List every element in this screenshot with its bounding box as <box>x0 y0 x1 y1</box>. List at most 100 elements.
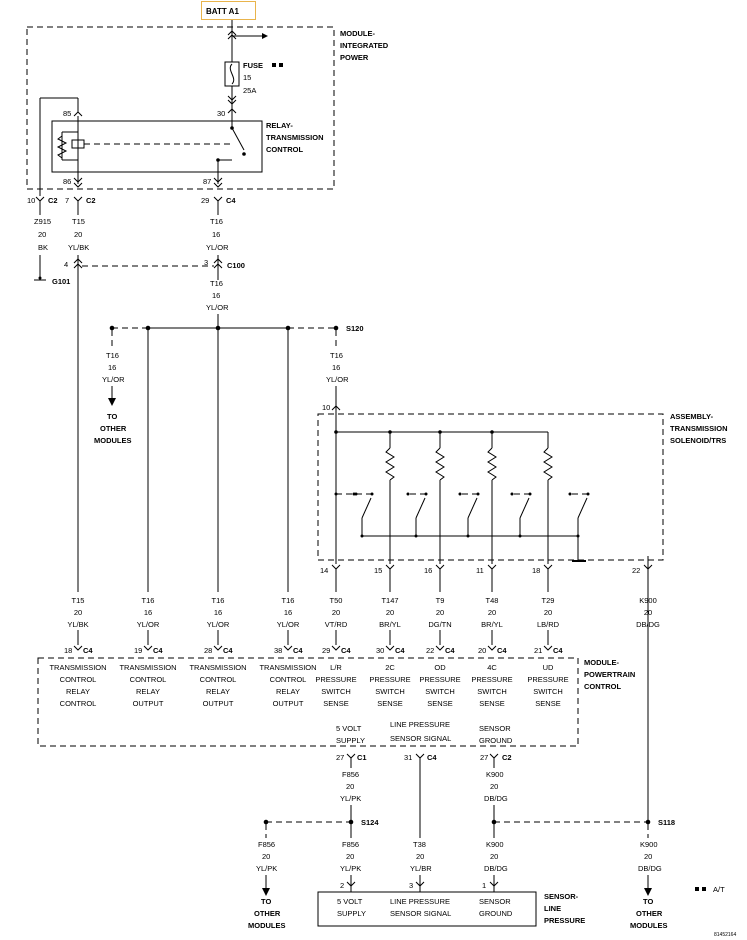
bottom-wire-8-0: T29 <box>542 596 555 605</box>
pcm-pin-8: 21 <box>534 646 542 655</box>
pcm-conn-4: C4 <box>341 646 351 655</box>
pcm-pin-6: 22 <box>426 646 434 655</box>
pcm-label-7-0: 4C <box>487 663 497 672</box>
pcm-label-2-3: OUTPUT <box>203 699 234 708</box>
splice-s124: S124 <box>361 818 379 827</box>
wire-t16-top-id: T16 <box>210 217 223 226</box>
pcm-pin-2: 28 <box>204 646 212 655</box>
pcm-pin-1: 19 <box>134 646 142 655</box>
bottom-wire-0-1: 20 <box>74 608 82 617</box>
solenoid-switch-array <box>334 432 590 564</box>
pcm-pin-7: 20 <box>478 646 486 655</box>
sensor-pin-2: 2 <box>340 881 344 890</box>
pcm-label-1-1: CONTROL <box>130 675 167 684</box>
bottom-wire-7-2: BR/YL <box>481 620 503 629</box>
conn-c2-b: C2 <box>86 196 96 205</box>
pcm-label-2-1: CONTROL <box>200 675 237 684</box>
sensor-pin-1: 1 <box>482 881 486 890</box>
conn-10: 10 <box>27 196 35 205</box>
wire-f856-b-id: F856 <box>258 840 275 849</box>
pcm-label-7-3: SENSE <box>479 699 504 708</box>
to-other-1-b: OTHER <box>100 424 127 433</box>
wire-t16-right-gauge: 16 <box>332 363 340 372</box>
bottom-wire-1-2: YL/OR <box>137 620 160 629</box>
wire-t15-top-gauge: 20 <box>74 230 82 239</box>
pcm-lower-lp-b: SENSOR SIGNAL <box>390 734 451 743</box>
pcm-conn-6: C4 <box>445 646 455 655</box>
pcm-lower-5v-b: SUPPLY <box>336 736 365 745</box>
legend-marker-icon <box>279 63 283 67</box>
wire-k900-b-color: DB/DG <box>484 864 508 873</box>
bottom-wire-0-0: T15 <box>72 596 85 605</box>
pin-86: 86 <box>63 177 71 186</box>
sol-pin-0: 14 <box>320 566 328 575</box>
pcm-label-1-0: TRANSMISSION <box>119 663 176 672</box>
wire-f856-c-gauge: 20 <box>346 852 354 861</box>
legend-marker-icon <box>695 887 699 891</box>
pcm-pin-5: 30 <box>376 646 384 655</box>
pcm-label-4-0: L/R <box>330 663 342 672</box>
pcm-label-3-0: TRANSMISSION <box>259 663 316 672</box>
conn-c4: C4 <box>226 196 236 205</box>
wire-k900-c-id: K900 <box>640 840 658 849</box>
pcm-conn-3: C4 <box>293 646 303 655</box>
wire-z915-id: Z915 <box>34 217 51 226</box>
pcm-module-label-1: MODULE- <box>584 658 619 667</box>
sol-pin-5: 22 <box>632 566 640 575</box>
arrow-down-icon <box>644 888 652 896</box>
sensor-5v-b: SUPPLY <box>337 909 366 918</box>
relay-label-3: CONTROL <box>266 145 303 154</box>
arrow-down-icon <box>262 888 270 896</box>
bottom-wire-6-0: T9 <box>436 596 445 605</box>
bottom-wire-8-2: LB/RD <box>537 620 560 629</box>
c100-pin-3: 3 <box>204 258 208 267</box>
wire-f856-a-color: YL/PK <box>340 794 361 803</box>
wire-f856-a-id: F856 <box>342 770 359 779</box>
to-other-1-a: TO <box>107 412 117 421</box>
conn-c2-a: C2 <box>48 196 58 205</box>
wire-t15-top-id: T15 <box>72 217 85 226</box>
pcm-lower-sg-a: SENSOR <box>479 724 511 733</box>
pin-10: 10 <box>322 403 330 412</box>
module-power-label-1: MODULE- <box>340 29 375 38</box>
conn-29: 29 <box>201 196 209 205</box>
bottom-wire-1-1: 16 <box>144 608 152 617</box>
pcm-label-5-0: 2C <box>385 663 395 672</box>
pcm-label-1-2: RELAY <box>136 687 160 696</box>
pcm-conn-5: C4 <box>395 646 405 655</box>
figure-id: 81452164 <box>714 932 736 938</box>
assembly-label-2: TRANSMISSION <box>670 424 728 433</box>
pcm-conn-1: C4 <box>153 646 163 655</box>
wire-t16-mid-gauge: 16 <box>212 291 220 300</box>
pcm-label-8-2: SWITCH <box>533 687 563 696</box>
module-power-box <box>26 26 335 190</box>
to-other-3-a: TO <box>643 897 653 906</box>
wire-t16-left-color: YL/OR <box>102 375 125 384</box>
pin-87: 87 <box>203 177 211 186</box>
pcm-conn-2: C4 <box>223 646 233 655</box>
legend-marker-icon <box>272 63 276 67</box>
pin-30: 30 <box>217 109 225 118</box>
pcm-label-1-3: OUTPUT <box>133 699 164 708</box>
pcm-label-5-3: SENSE <box>377 699 402 708</box>
module-power-label-3: POWER <box>340 53 369 62</box>
sol-pin-1: 15 <box>374 566 382 575</box>
to-other-3-b: OTHER <box>636 909 663 918</box>
bottom-wire-7-0: T48 <box>486 596 499 605</box>
pcm-label-0-2: RELAY <box>66 687 90 696</box>
to-other-2-a: TO <box>261 897 271 906</box>
pcm-pin-0: 18 <box>64 646 72 655</box>
wire-k900-a-id: K900 <box>486 770 504 779</box>
pcm-lower-lp-a: LINE PRESSURE <box>390 720 450 729</box>
pcm-label-7-1: PRESSURE <box>471 675 512 684</box>
bottom-wire-7-1: 20 <box>488 608 496 617</box>
bottom-wire-4-0: T50 <box>330 596 343 605</box>
pcm-lower-sg-b: GROUND <box>479 736 513 745</box>
pcm-label-4-2: SWITCH <box>321 687 351 696</box>
assembly-label-3: SOLENOID/TRS <box>670 436 726 445</box>
fuse-num: 15 <box>243 73 251 82</box>
pcm-label-7-2: SWITCH <box>477 687 507 696</box>
splice-s118: S118 <box>658 818 675 827</box>
bottom-wire-3-1: 16 <box>284 608 292 617</box>
